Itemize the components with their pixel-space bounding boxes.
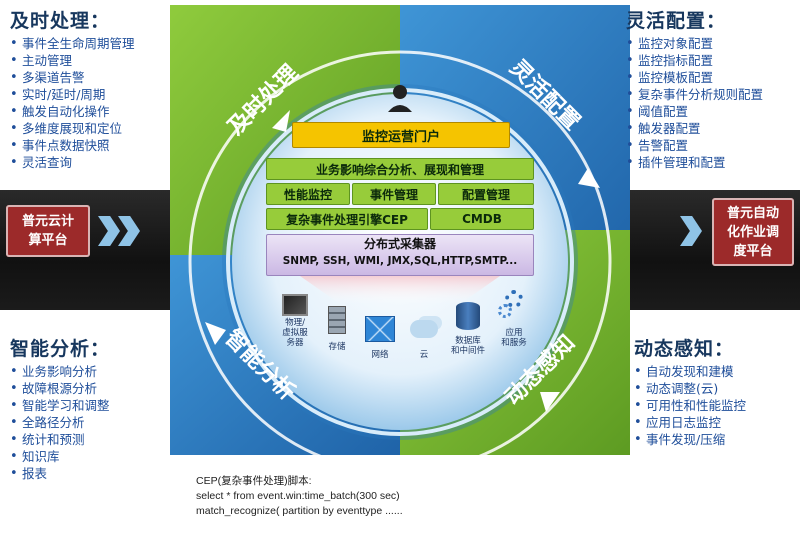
cmdb-module: CMDB [430, 208, 534, 230]
ring-arrow-right [578, 168, 600, 188]
resource-label: 存储 [328, 342, 346, 352]
perf-monitor-module: 性能监控 [266, 183, 350, 205]
collector-protocols: SNMP, SSH, WMI, JMX,SQL,HTTP,SMTP... [282, 255, 518, 267]
list-item: 动态调整(云) [634, 380, 798, 397]
cep-script: CEP(复杂事件处理)脚本: select * from event.win:t… [196, 474, 596, 519]
list-item: 统计和预测 [10, 431, 180, 448]
ring-arrow-left [205, 322, 226, 345]
list-item: 全路径分析 [10, 414, 180, 431]
list-item-continued: 触发自动化操作 [10, 103, 180, 120]
panel-dynamic-sensing: 动态感知： 自动发现和建模 动态调整(云) 可用性和性能监控 应用日志监控 事件… [634, 334, 798, 448]
list-item: 实时/延时/周期 [10, 86, 180, 103]
list-item: 复杂事件分析规则配置 [626, 86, 798, 103]
list-item: 自动发现和建模 [634, 363, 798, 380]
database-icon [456, 302, 480, 330]
event-mgmt-module: 事件管理 [352, 183, 436, 205]
list-item: 灵活查询 [10, 154, 180, 171]
portal-module: 监控运营门户 [292, 122, 510, 148]
panel-intelligent-analysis: 智能分析： 业务影响分析 故障根源分析 智能学习和调整 全路径分析 统计和预测 … [10, 334, 180, 482]
gears-icon [505, 290, 523, 308]
collector-title: 分布式采集器 [363, 237, 436, 251]
outer-ring [188, 50, 612, 474]
ring-arrow-top-left [272, 110, 290, 132]
config-mgmt-module: 配置管理 [438, 183, 534, 205]
list-item: 告警配置 [626, 137, 798, 154]
storage-icon [328, 306, 346, 334]
resource-cloud: 云 [406, 316, 442, 366]
resource-database: 数据库 和中间件 [446, 302, 490, 368]
network-icon [365, 316, 395, 342]
list-item: 业务影响分析 [10, 363, 180, 380]
list-item: 多维度展现和定位 [10, 120, 180, 137]
feature-list: 自动发现和建模 动态调整(云) 可用性和性能监控 应用日志监控 事件发现/压缩 [634, 363, 798, 448]
list-item: 事件点数据快照 [10, 137, 180, 154]
collector-module: 分布式采集器 SNMP, SSH, WMI, JMX,SQL,HTTP,SMTP… [266, 234, 534, 276]
list-item: 故障根源分析 [10, 380, 180, 397]
list-item: 应用日志监控 [634, 414, 798, 431]
resource-server: 物理/ 虚拟服 务器 [278, 294, 312, 364]
list-item: 事件全生命周期管理 [10, 35, 180, 52]
resource-app: 应用 和服务 [494, 290, 534, 356]
resource-label: 物理/ 虚拟服 务器 [282, 318, 308, 348]
resource-label: 网络 [371, 350, 389, 360]
cloud-icon [410, 320, 438, 338]
resource-label: 应用 和服务 [501, 328, 527, 348]
panel-title: 智能分析： [10, 338, 111, 360]
list-item: 监控指标配置 [626, 52, 798, 69]
chevron-right-icon [680, 216, 702, 246]
list-item: 智能学习和调整 [10, 397, 180, 414]
list-item: 阈值配置 [626, 103, 798, 120]
resource-storage: 存储 [322, 306, 352, 356]
ring-arrow-bottom-right [540, 392, 560, 412]
list-item: 主动管理 [10, 52, 180, 69]
list-item: 知识库 [10, 448, 180, 465]
chevron-right-icon [118, 216, 140, 246]
server-icon [282, 294, 308, 316]
cloud-platform-box: 普元云计 算平台 [6, 205, 90, 257]
feature-list: 事件全生命周期管理 主动管理 多渠道告警 实时/延时/周期 触发自动化操作 多维… [10, 35, 180, 171]
list-item: 可用性和性能监控 [634, 397, 798, 414]
resource-network: 网络 [362, 316, 398, 366]
list-item: 多渠道告警 [10, 69, 180, 86]
list-item: 事件发现/压缩 [634, 431, 798, 448]
cep-script-line: match_recognize( partition by eventtype … [196, 505, 403, 517]
feature-list: 监控对象配置 监控指标配置 监控模板配置 复杂事件分析规则配置 阈值配置 触发器… [626, 35, 798, 171]
resource-label: 云 [419, 350, 429, 360]
list-item: 插件管理和配置 [626, 154, 798, 171]
feature-list: 业务影响分析 故障根源分析 智能学习和调整 全路径分析 统计和预测 知识库 报表 [10, 363, 180, 482]
gears-icon [498, 304, 512, 318]
list-item: 报表 [10, 465, 180, 482]
panel-timely-processing: 及时处理： 事件全生命周期管理 主动管理 多渠道告警 实时/延时/周期 触发自动… [10, 6, 180, 171]
panel-title: 动态感知： [634, 338, 735, 360]
user-icon [388, 85, 412, 112]
panel-flexible-config: 灵活配置： 监控对象配置 监控指标配置 监控模板配置 复杂事件分析规则配置 阈值… [626, 6, 798, 171]
panel-title: 灵活配置： [626, 10, 727, 32]
chevron-right-icon [98, 216, 120, 246]
list-item: 监控模板配置 [626, 69, 798, 86]
resource-label: 数据库 和中间件 [450, 336, 485, 356]
cep-script-line: select * from event.win:time_batch(300 s… [196, 490, 400, 502]
list-item: 触发器配置 [626, 120, 798, 137]
cep-engine-module: 复杂事件处理引擎CEP [266, 208, 428, 230]
job-scheduling-platform-box: 普元自动 化作业调 度平台 [712, 198, 794, 266]
panel-title: 及时处理： [10, 10, 111, 32]
cep-script-line: CEP(复杂事件处理)脚本: [196, 475, 312, 487]
biz-analysis-module: 业务影响综合分析、展现和管理 [266, 158, 534, 180]
list-item: 监控对象配置 [626, 35, 798, 52]
collector-beam [300, 276, 500, 304]
